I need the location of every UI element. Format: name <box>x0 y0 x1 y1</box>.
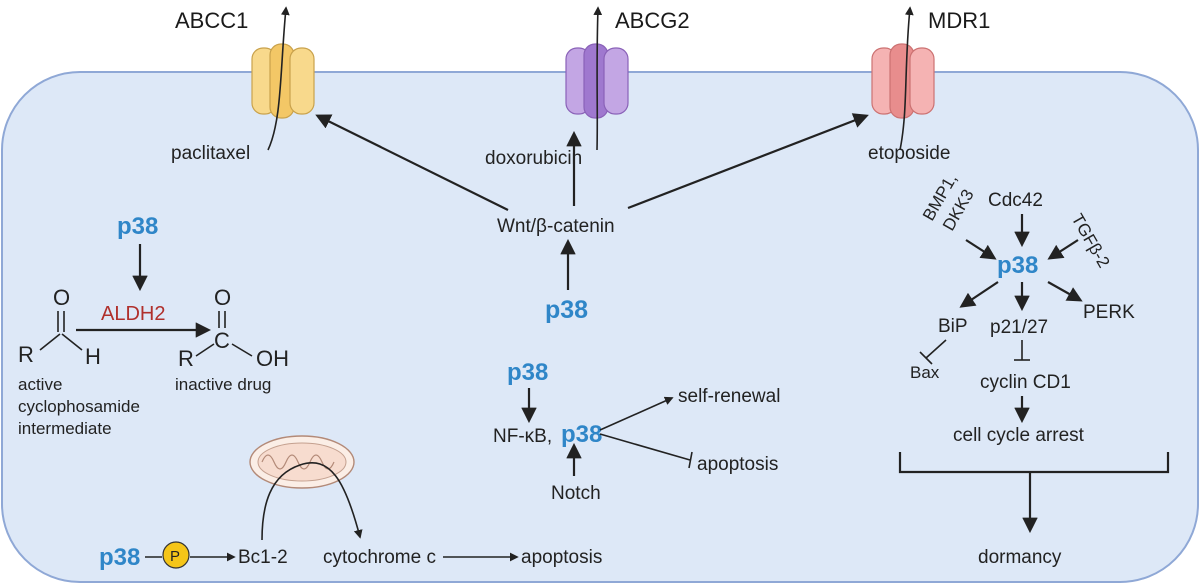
apoptosis-mito-label: apoptosis <box>521 547 602 568</box>
bip-label: BiP <box>938 316 968 337</box>
nfkb-label: NF-κB, <box>493 426 552 447</box>
p38-to-perk-arrow <box>1047 281 1083 302</box>
cdc42-label: Cdc42 <box>988 190 1043 211</box>
p38-aldh-label: p38 <box>117 213 158 240</box>
notch-label: Notch <box>551 483 601 504</box>
phospho-badge <box>162 541 190 569</box>
p21-label: p21/27 <box>990 317 1048 338</box>
p38-nfkb-center-label: p38 <box>561 421 602 448</box>
abcc1-transporter <box>251 43 315 119</box>
mdr1-transporter <box>871 43 935 119</box>
svg-text:C: C <box>214 328 230 353</box>
p38-inhibits-apoptosis <box>599 433 691 461</box>
carboxylic-acid-structure: O C R OH <box>178 285 289 371</box>
etoposide-label: etoposide <box>868 143 950 164</box>
paclitaxel-label: paclitaxel <box>171 143 250 164</box>
p38-to-bip-arrow <box>959 281 999 308</box>
dormancy-bracket <box>898 452 1170 474</box>
svg-text:R: R <box>18 342 34 367</box>
inactive-drug-label: inactive drug <box>175 375 271 394</box>
tgfb-to-p38-arrow <box>1047 239 1079 260</box>
dormancy-label: dormancy <box>978 547 1062 568</box>
paclitaxel-efflux-arrow <box>267 6 290 151</box>
p38-mito-label: p38 <box>99 544 140 571</box>
phospho-label: P <box>170 548 180 565</box>
cytochrome-c-label: cytochrome c <box>323 547 436 568</box>
etoposide-efflux-arrow <box>899 6 914 151</box>
p38-nfkb-top-label: p38 <box>507 359 548 386</box>
substrate-line2: cyclophosamide <box>18 397 140 416</box>
bcl2-to-cytochrome-path <box>261 462 363 541</box>
substrate-line3: intermediate <box>18 419 112 438</box>
p38-dormancy-label: p38 <box>997 252 1038 279</box>
substrate-line1: active <box>18 375 62 394</box>
bax-inhibition-bar <box>919 351 933 365</box>
apoptosis-inhibition-bar <box>688 451 693 469</box>
p38-wnt-label: p38 <box>545 296 588 324</box>
aldehyde-structure: O R H <box>18 285 101 369</box>
doxorubicin-label: doxorubicin <box>485 148 582 169</box>
svg-text:OH: OH <box>256 346 289 371</box>
cell-cycle-arrest-label: cell cycle arrest <box>953 425 1085 446</box>
bcl2-label: Bc1-2 <box>238 547 288 568</box>
abcg2-label: ABCG2 <box>615 8 690 33</box>
svg-text:H: H <box>85 344 101 369</box>
perk-label: PERK <box>1083 302 1135 323</box>
wnt-to-mdr1-arrow <box>627 113 869 210</box>
apoptosis-nfkb-label: apoptosis <box>697 454 778 475</box>
self-renewal-label: self-renewal <box>678 386 780 407</box>
wnt-beta-catenin-label: Wnt/β-catenin <box>497 216 615 237</box>
cyclin-cd1-label: cyclin CD1 <box>980 372 1071 393</box>
svg-text:O: O <box>53 285 70 310</box>
wnt-to-abcc1-arrow <box>315 114 509 211</box>
abcc1-label: ABCC1 <box>175 8 248 33</box>
bax-label: Bax <box>910 363 940 382</box>
bmp-to-p38-arrow <box>965 239 997 260</box>
abcg2-transporter <box>565 43 629 119</box>
svg-text:O: O <box>214 285 231 310</box>
aldh2-label: ALDH2 <box>101 303 165 325</box>
mitochondrion-icon <box>249 435 355 489</box>
bip-inhibits-bax <box>925 339 947 359</box>
svg-text:R: R <box>178 346 194 371</box>
p38-to-self-renewal-arrow <box>599 396 674 431</box>
doxorubicin-efflux-arrow <box>593 6 603 151</box>
mdr1-label: MDR1 <box>928 8 990 33</box>
